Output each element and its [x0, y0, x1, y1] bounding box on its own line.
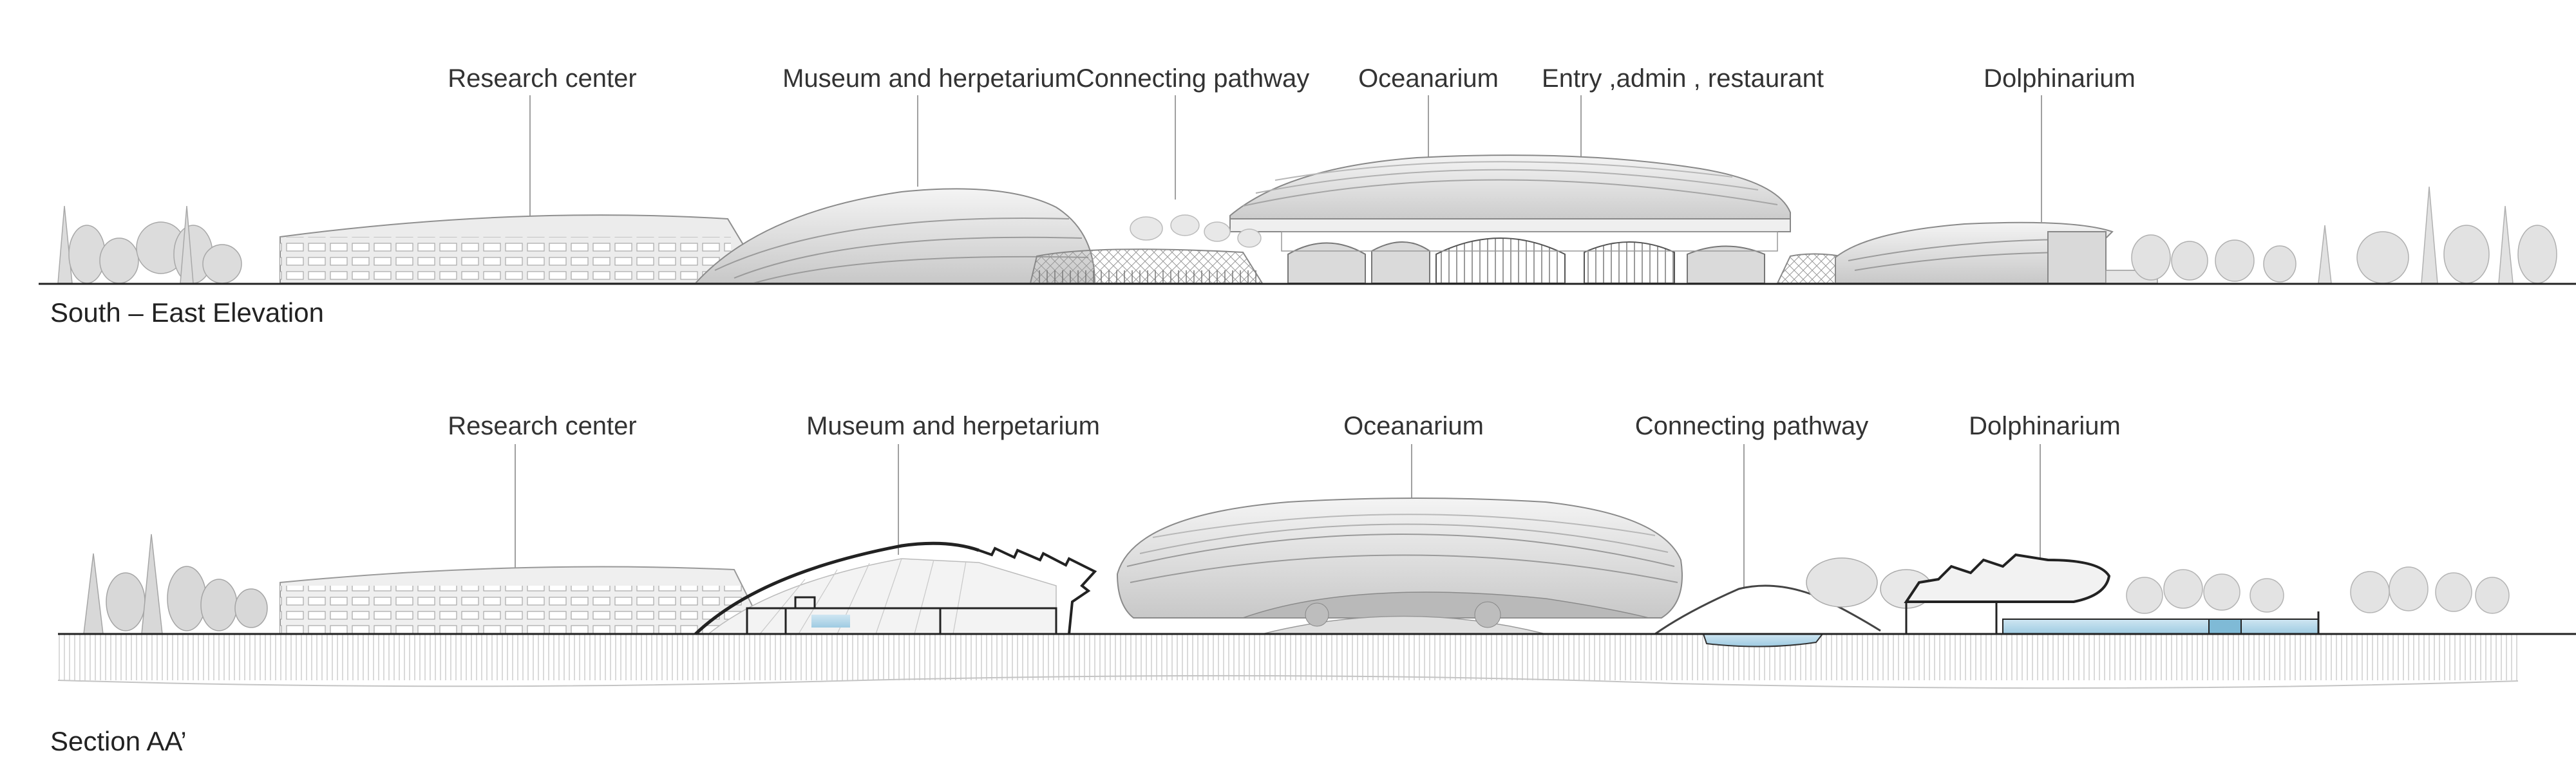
section-label-connecting-pathway: Connecting pathway: [1634, 412, 1869, 440]
elevation-drawing: [39, 95, 2576, 285]
section-label-museum-herpetarium: Museum and herpetarium: [806, 412, 1100, 440]
elevation-trees-left: [57, 205, 242, 284]
elevation-caption: South – East Elevation: [50, 297, 324, 328]
elevation-oceanarium: [1229, 154, 1791, 284]
section-leader-lines: [515, 444, 2041, 589]
section-dolphinarium: [1904, 553, 2320, 635]
elevation-connecting-pathway: [1029, 248, 1264, 284]
section-research-center: [279, 566, 768, 635]
section-label-oceanarium: Oceanarium: [1343, 412, 1484, 440]
section-trees-left: [83, 534, 268, 635]
section-label-dolphinarium: Dolphinarium: [1969, 412, 2121, 440]
elevation-research-center: [279, 214, 768, 284]
elevation-label-museum-herpetarium: Museum and herpetarium: [782, 64, 1076, 93]
elevation-leader-lines: [529, 95, 2042, 222]
section-ground-hatch: [58, 634, 2518, 680]
section-trees-right: [2126, 566, 2510, 614]
elevation-palms-center: [1130, 214, 1262, 248]
elevation-trees-right: [2131, 186, 2557, 284]
section-label-research-center: Research center: [448, 412, 637, 440]
section-oceanarium: [1116, 498, 1683, 635]
section-drawing: [57, 444, 2576, 689]
elevation-museum-shell: [694, 188, 1096, 284]
section-museum-herpetarium: [694, 541, 1097, 635]
section-caption: Section AA’: [50, 726, 187, 756]
elevation-label-oceanarium: Oceanarium: [1358, 64, 1499, 93]
elevation-label-dolphinarium: Dolphinarium: [1984, 64, 2136, 93]
elevation-dolphinarium: [1835, 221, 2158, 284]
elevation-label-connecting-pathway: Connecting pathway: [1075, 64, 1310, 93]
elevation-label-entry-admin-restaurant: Entry ,admin , restaurant: [1542, 64, 1824, 93]
elevation-label-research-center: Research center: [448, 64, 637, 93]
